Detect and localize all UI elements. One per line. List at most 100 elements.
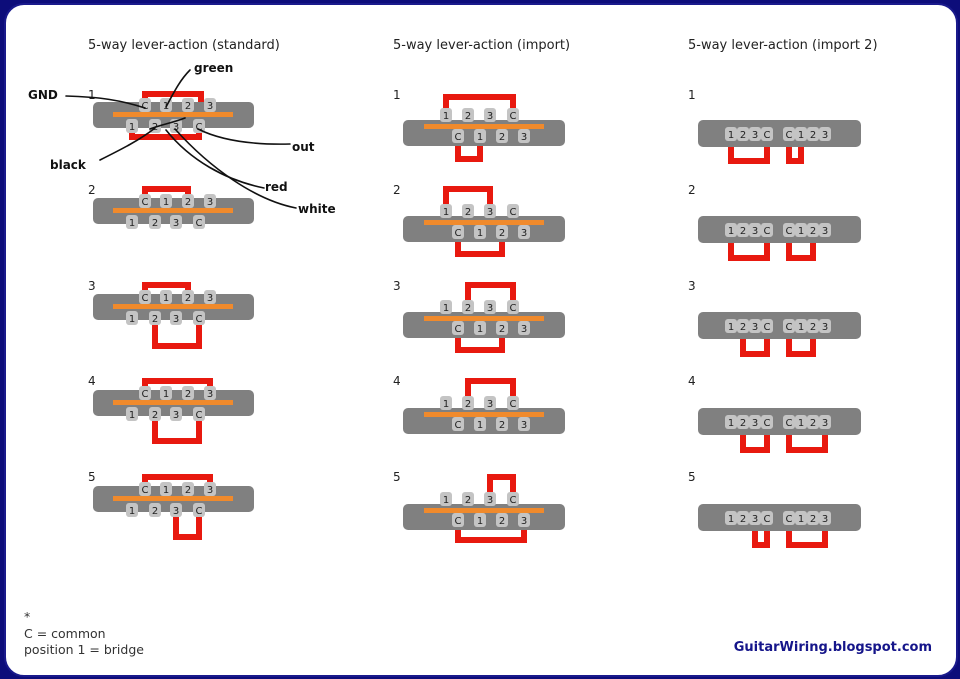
lug-bottom-label: 1 [129,410,135,421]
lug-top [139,386,151,400]
lug-top [204,386,216,400]
lug-top-label: C [142,389,149,400]
lug-bottom-label: C [455,324,462,335]
lug-top-label: 3 [207,485,213,496]
lug-bottom [193,407,205,421]
lug-label: 2 [810,226,816,237]
lug-bottom-label: 3 [521,420,527,431]
lug [795,319,807,333]
lug [819,223,831,237]
lug-bottom-label: 3 [173,410,179,421]
wiper-contact [152,420,202,444]
lug-top [484,108,496,122]
import-position-number: 5 [393,470,401,484]
lug-bottom-label: 3 [521,516,527,527]
lug [795,223,807,237]
import2-position-number: 1 [688,88,696,102]
lug [725,127,737,141]
lug-bottom-label: 3 [173,122,179,133]
lug-top-label: 2 [185,293,191,304]
lug [807,319,819,333]
lug-top-label: 1 [443,303,449,314]
import2-position-number: 3 [688,279,696,293]
wiper-contact [465,282,516,302]
lug-bottom-label: 2 [499,228,505,239]
lug-label: 2 [810,322,816,333]
signal-wire [65,95,146,109]
lug-label: 3 [752,514,758,525]
lug-top [204,98,216,112]
lug-bottom-label: C [455,516,462,527]
lug-bottom-label: C [196,314,203,325]
lug-label: C [786,418,793,429]
lug-label: C [764,514,771,525]
contact-bar [113,496,233,501]
lug [737,223,749,237]
lug [749,127,761,141]
lug-label: C [764,226,771,237]
lug-top [204,482,216,496]
lug-top-label: 3 [487,399,493,410]
lug-label: 3 [752,130,758,141]
lug-label: C [786,514,793,525]
contact-bar [424,124,544,129]
lug [761,319,773,333]
lug [761,223,773,237]
lug [749,223,761,237]
lug-bottom-label: 3 [173,314,179,325]
lug [737,127,749,141]
lug-label: 1 [798,226,804,237]
lug-bottom-label: 2 [152,218,158,229]
lug-bottom [496,225,508,239]
lug-label: 2 [740,514,746,525]
lug-top [462,300,474,314]
standard-position-number: 3 [88,279,96,293]
lug-bottom-label: C [196,122,203,133]
lug-label: C [786,130,793,141]
lug-label: 2 [740,130,746,141]
lug-top-label: 1 [443,399,449,410]
wiper-contact [173,516,202,540]
lug-top-label: 3 [487,303,493,314]
lug-bottom [170,503,182,517]
lug-bottom [126,311,138,325]
lug-bottom [518,129,530,143]
switch-body [698,312,861,339]
lug-bottom-label: C [455,228,462,239]
column-title-import-2: 5-way lever-action (import 2) [688,38,878,53]
lug-bottom-label: 1 [477,516,483,527]
lug-bottom-label: 3 [521,132,527,143]
lug-bottom-label: 2 [499,132,505,143]
wiper-contact [752,529,770,548]
standard-position-number: 4 [88,374,96,388]
lug-label: 2 [810,514,816,525]
lug-bottom [452,513,464,527]
lug-bottom [452,417,464,431]
wire-label-green: green [194,61,233,75]
lug-bottom [126,119,138,133]
lug-bottom [149,311,161,325]
lug-top-label: 2 [185,389,191,400]
lug-bottom-label: 1 [129,506,135,517]
switch-body [698,216,861,243]
lug-bottom-label: C [196,506,203,517]
lug-top-label: 1 [163,485,169,496]
wiper-contact [786,145,804,164]
lug-bottom [126,215,138,229]
lug-top-label: 1 [443,207,449,218]
lug-top [440,396,452,410]
lug-top [507,396,519,410]
lug-bottom-label: C [455,132,462,143]
lug-bottom-label: 2 [152,314,158,325]
lug-label: C [764,418,771,429]
lug-bottom [518,321,530,335]
brand-link[interactable]: GuitarWiring.blogspot.com [733,640,932,655]
lug-top [139,290,151,304]
footnote-bridge: position 1 = bridge [24,642,144,657]
lug-label: 3 [752,322,758,333]
lug-bottom [193,215,205,229]
lug-top [160,194,172,208]
lug [795,127,807,141]
lug-label: 2 [810,418,816,429]
lug-bottom [474,417,486,431]
